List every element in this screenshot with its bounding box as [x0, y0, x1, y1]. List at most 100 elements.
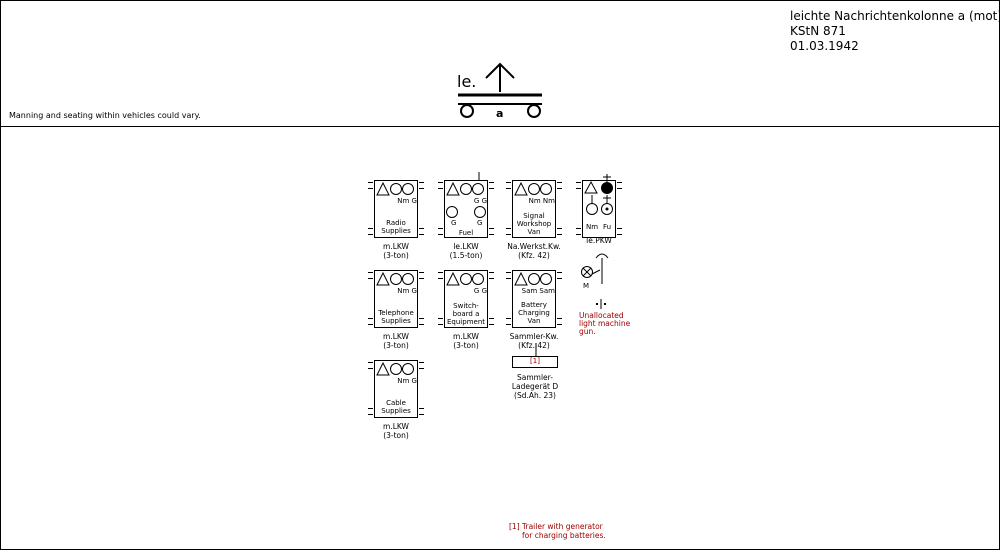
cargo-line-2: Workshop — [516, 220, 552, 228]
vehicle-type: m.LKW — [383, 332, 409, 341]
wheel-icon — [438, 182, 443, 189]
extra-role-right: G — [477, 219, 483, 227]
wheel-icon — [506, 272, 511, 279]
mg-note: Unallocated light machine gun. — [579, 312, 630, 336]
wheel-icon — [557, 182, 562, 189]
wheel-icon — [617, 182, 622, 189]
kstn-date: 01.03.1942 — [790, 39, 859, 53]
vehicle-class: (3-ton) — [383, 431, 409, 440]
tow-hitch-icon — [535, 343, 537, 357]
vehicle-box — [374, 180, 418, 238]
wheel-icon — [419, 362, 424, 369]
vehicle-type: m.LKW — [383, 422, 409, 431]
cargo-line-2: Charging — [518, 309, 550, 317]
wheel-icon — [419, 318, 424, 325]
wheel-icon — [419, 228, 424, 235]
vehicle-label: m.LKW(3-ton) — [361, 422, 431, 440]
wheel-icon — [617, 228, 622, 235]
crew-roles: Nm G — [397, 377, 417, 385]
wheel-icon — [438, 228, 443, 235]
vehicle-class: (1.5-ton) — [449, 251, 483, 260]
crew-symbols-icon — [584, 174, 613, 215]
symbol-prefix: le. — [457, 72, 477, 91]
symbol-suffix: a — [496, 107, 504, 120]
vehicle-class: (3-ton) — [383, 251, 409, 260]
footnote-line: for charging batteries. — [522, 531, 606, 540]
wheel-icon — [557, 228, 562, 235]
crew-role-right: Fu — [603, 223, 612, 231]
vehicle-label: m.LKW(3-ton) — [431, 332, 501, 350]
vehicle-box — [582, 180, 616, 238]
cargo-line-1: Battery — [521, 301, 547, 309]
wheel-icon — [419, 408, 424, 415]
wheel-icon — [557, 272, 562, 279]
vehicle-box — [444, 180, 488, 238]
wheel-icon — [557, 318, 562, 325]
cargo-line-1: Switch- — [453, 302, 479, 310]
cargo-line-1: Fuel — [458, 229, 474, 237]
trailer-box: [1] — [512, 356, 558, 368]
machine-gun-icon — [596, 299, 606, 309]
vehicle-class: (Kfz. 42) — [518, 341, 550, 350]
footnote: [1] Trailer with generator for charging … — [509, 522, 606, 540]
crew-symbols-icon — [514, 182, 552, 196]
extra-role-left: G — [451, 219, 457, 227]
wheel-icon — [489, 182, 494, 189]
wheel-icon — [368, 318, 373, 325]
mg-note-line: Unallocated — [579, 311, 624, 320]
vehicle-fuel: G G G G Fuel — [438, 172, 496, 238]
vehicle-type: m.LKW — [383, 242, 409, 251]
vehicle-radio-supplies: Nm G Radio Supplies — [368, 180, 426, 238]
motorcycle-rider: M — [583, 282, 590, 290]
vehicle-switchboard: G G Switch- board a Equipment — [438, 270, 496, 328]
wheel-icon — [368, 408, 373, 415]
wheel-icon — [489, 318, 494, 325]
trailer-label: Sammler- Ladegerät D (Sd.Ah. 23) — [500, 373, 570, 400]
vehicle-box — [444, 270, 488, 328]
crew-roles: Nm G — [397, 197, 417, 205]
cargo-line-1: Signal — [523, 212, 545, 220]
crew-roles: Sam Sam — [521, 287, 555, 295]
wheel-icon — [576, 182, 581, 189]
vehicle-telephone-supplies: Nm G Telephone Supplies — [368, 270, 426, 328]
vehicle-type: Na.Werkst.Kw. — [507, 242, 561, 251]
vehicle-battery-charging: Sam Sam Battery Charging Van — [506, 270, 564, 328]
crew-roles: G G — [473, 287, 487, 295]
wheel-icon — [368, 272, 373, 279]
mg-note-line: light machine — [579, 319, 631, 328]
vehicle-class: (Kfz. 42) — [518, 251, 550, 260]
vehicle-type: le.LKW — [453, 242, 479, 251]
cargo-line-2: Supplies — [381, 227, 411, 235]
cargo-line-2: Supplies — [381, 407, 411, 415]
cargo-line-3: Equipment — [447, 318, 485, 326]
vehicle-type: m.LKW — [453, 332, 479, 341]
wheel-icon — [438, 272, 443, 279]
vehicle-cable-supplies: Nm G Cable Supplies — [368, 360, 426, 418]
trailer-tag: [1] — [530, 357, 540, 365]
wheel-icon — [368, 362, 373, 369]
vehicle-class: (3-ton) — [453, 341, 479, 350]
wheel-icon — [419, 182, 424, 189]
vehicle-box — [512, 270, 556, 328]
cargo-line-2: Supplies — [381, 317, 411, 325]
vehicle-label: m.LKW(3-ton) — [361, 332, 431, 350]
wheel-icon — [419, 272, 424, 279]
header-divider — [0, 126, 1000, 127]
crew-symbols-icon — [376, 182, 414, 196]
crew-symbols-icon — [376, 272, 414, 286]
vehicle-class: (3-ton) — [383, 341, 409, 350]
extra-seats-icon — [446, 206, 486, 218]
vehicle-label: le.LKW(1.5-ton) — [431, 242, 501, 260]
vehicle-signal-workshop: Nm Nm Signal Workshop Van — [506, 180, 564, 238]
antenna-icon — [478, 172, 480, 180]
crew-roles: G G — [473, 197, 487, 205]
wheel-icon — [489, 272, 494, 279]
vehicle-box — [374, 360, 418, 418]
vehicle-label: m.LKW(3-ton) — [361, 242, 431, 260]
wheel-icon — [506, 318, 511, 325]
vehicle-label: Sammler-Kw.(Kfz. 42) — [499, 332, 569, 350]
vehicle-box — [374, 270, 418, 328]
cargo-line-1: Telephone — [378, 309, 414, 317]
cargo-line-2: board a — [452, 310, 480, 318]
cargo-line-1: Radio — [386, 219, 406, 227]
